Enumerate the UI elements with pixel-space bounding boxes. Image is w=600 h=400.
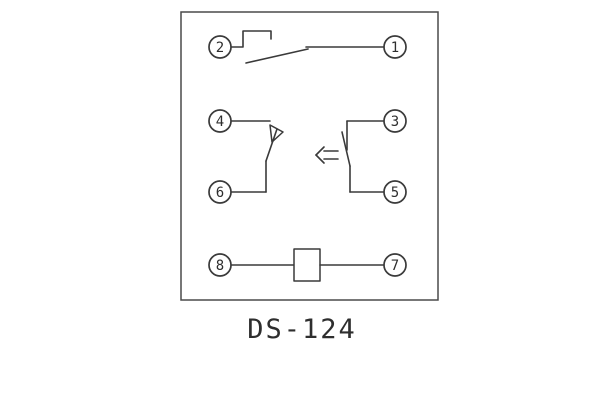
terminal-1: 1 (383, 35, 407, 59)
terminal-6: 6 (208, 180, 232, 204)
coil-symbol (293, 248, 321, 282)
contact-blade-icon (245, 48, 309, 64)
terminal-2-circle (208, 35, 232, 59)
arrow-tip-lower (315, 154, 325, 164)
terminal-1-label: 1 (391, 40, 399, 56)
terminal-2: 2 (208, 35, 232, 59)
terminal-5: 5 (383, 180, 407, 204)
contact-blade-icon (341, 131, 351, 167)
delay-arrowhead-icon (269, 124, 284, 143)
terminal-7-circle (383, 253, 407, 277)
contact-group-1-2: 2 1 (208, 30, 407, 64)
enclosure-outline (180, 11, 439, 301)
contact-group-4-6: 4 6 (208, 109, 284, 204)
contact-blade-icon (265, 128, 278, 162)
terminal-1-circle (383, 35, 407, 59)
model-label: DS-124 (247, 314, 357, 345)
actuation-arrow-icon (315, 146, 339, 164)
terminal-6-circle (208, 180, 232, 204)
coil-group-8-7: 8 7 (208, 248, 407, 282)
terminal-4: 4 (208, 109, 232, 133)
terminal-4-label: 4 (216, 114, 224, 130)
terminal-3-label: 3 (391, 114, 399, 130)
contact-group-3-5: 3 5 (315, 109, 407, 204)
terminal-2-label: 2 (216, 40, 224, 56)
terminal-8-label: 8 (216, 258, 224, 274)
terminal-3: 3 (383, 109, 407, 133)
terminal-8-circle (208, 253, 232, 277)
terminal-7: 7 (383, 253, 407, 277)
terminal-5-label: 5 (391, 185, 399, 201)
terminal-4-circle (208, 109, 232, 133)
terminal-5-circle (383, 180, 407, 204)
fixed-contact-wire-2 (230, 30, 272, 48)
terminal-8: 8 (208, 253, 232, 277)
terminal-7-label: 7 (391, 258, 399, 274)
terminal-3-circle (383, 109, 407, 133)
arrow-tip-upper (315, 146, 325, 156)
terminal-6-label: 6 (216, 185, 224, 201)
